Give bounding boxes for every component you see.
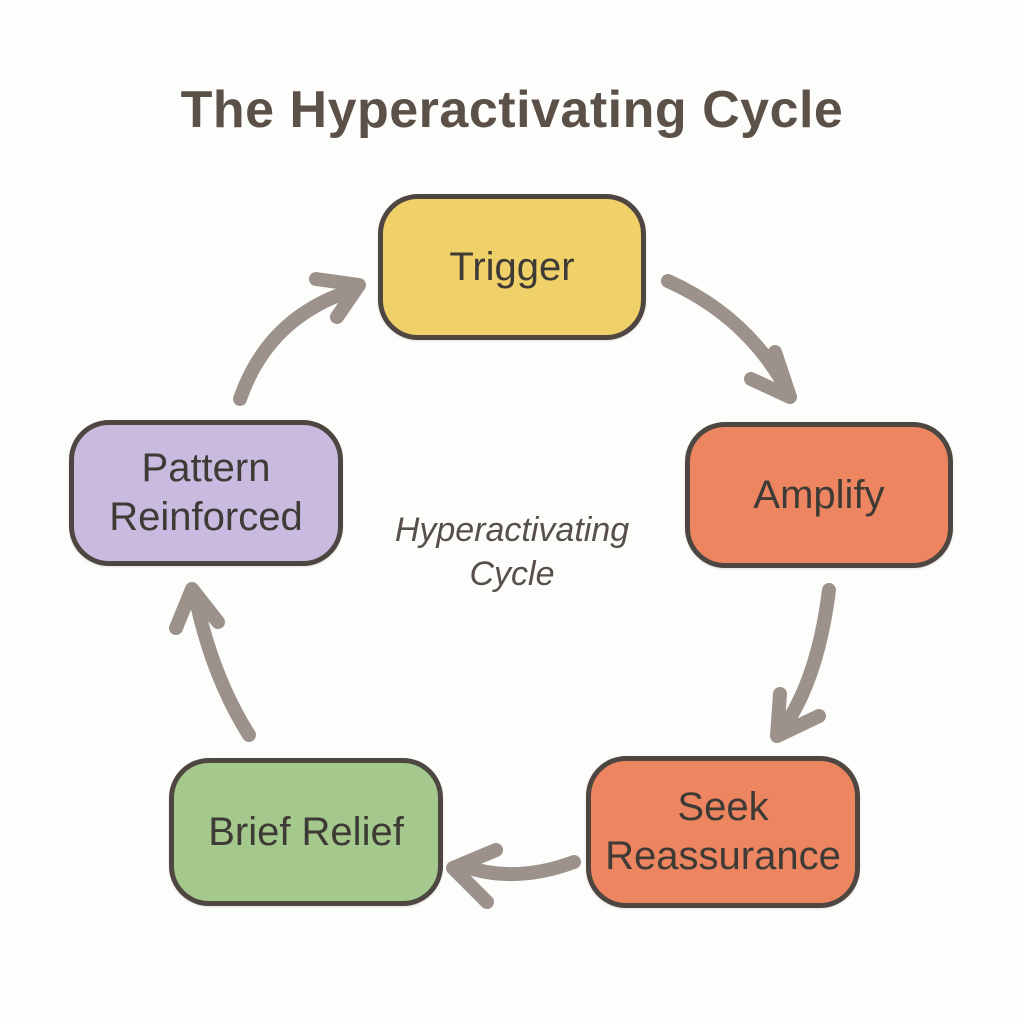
arrow-pattern-reinforced-to-trigger bbox=[233, 272, 366, 406]
node-amplify-label: Amplify bbox=[753, 472, 885, 517]
arrow-brief-relief-to-pattern-reinforced bbox=[169, 582, 256, 742]
node-amplify: Amplify bbox=[685, 422, 953, 568]
arrow-seek-reassurance-to-brief-relief bbox=[446, 843, 581, 909]
node-seek-reassurance-label: Seek Reassurance bbox=[605, 785, 841, 878]
node-trigger: Trigger bbox=[378, 194, 646, 340]
node-brief-relief-label: Brief Relief bbox=[208, 809, 404, 854]
node-trigger-label: Trigger bbox=[449, 244, 575, 289]
diagram-title: The Hyperactivating Cycle bbox=[180, 81, 844, 139]
cycle-center-label: Hyperactivating Cycle bbox=[394, 511, 630, 594]
arrow-trigger-to-amplify bbox=[661, 274, 797, 404]
node-pattern-reinforced: Pattern Reinforced bbox=[69, 420, 343, 566]
node-seek-reassurance: Seek Reassurance bbox=[586, 756, 860, 908]
node-pattern-reinforced-label: Pattern Reinforced bbox=[109, 446, 303, 539]
arrow-amplify-to-seek-reassurance bbox=[770, 583, 836, 743]
node-brief-relief: Brief Relief bbox=[169, 758, 443, 906]
